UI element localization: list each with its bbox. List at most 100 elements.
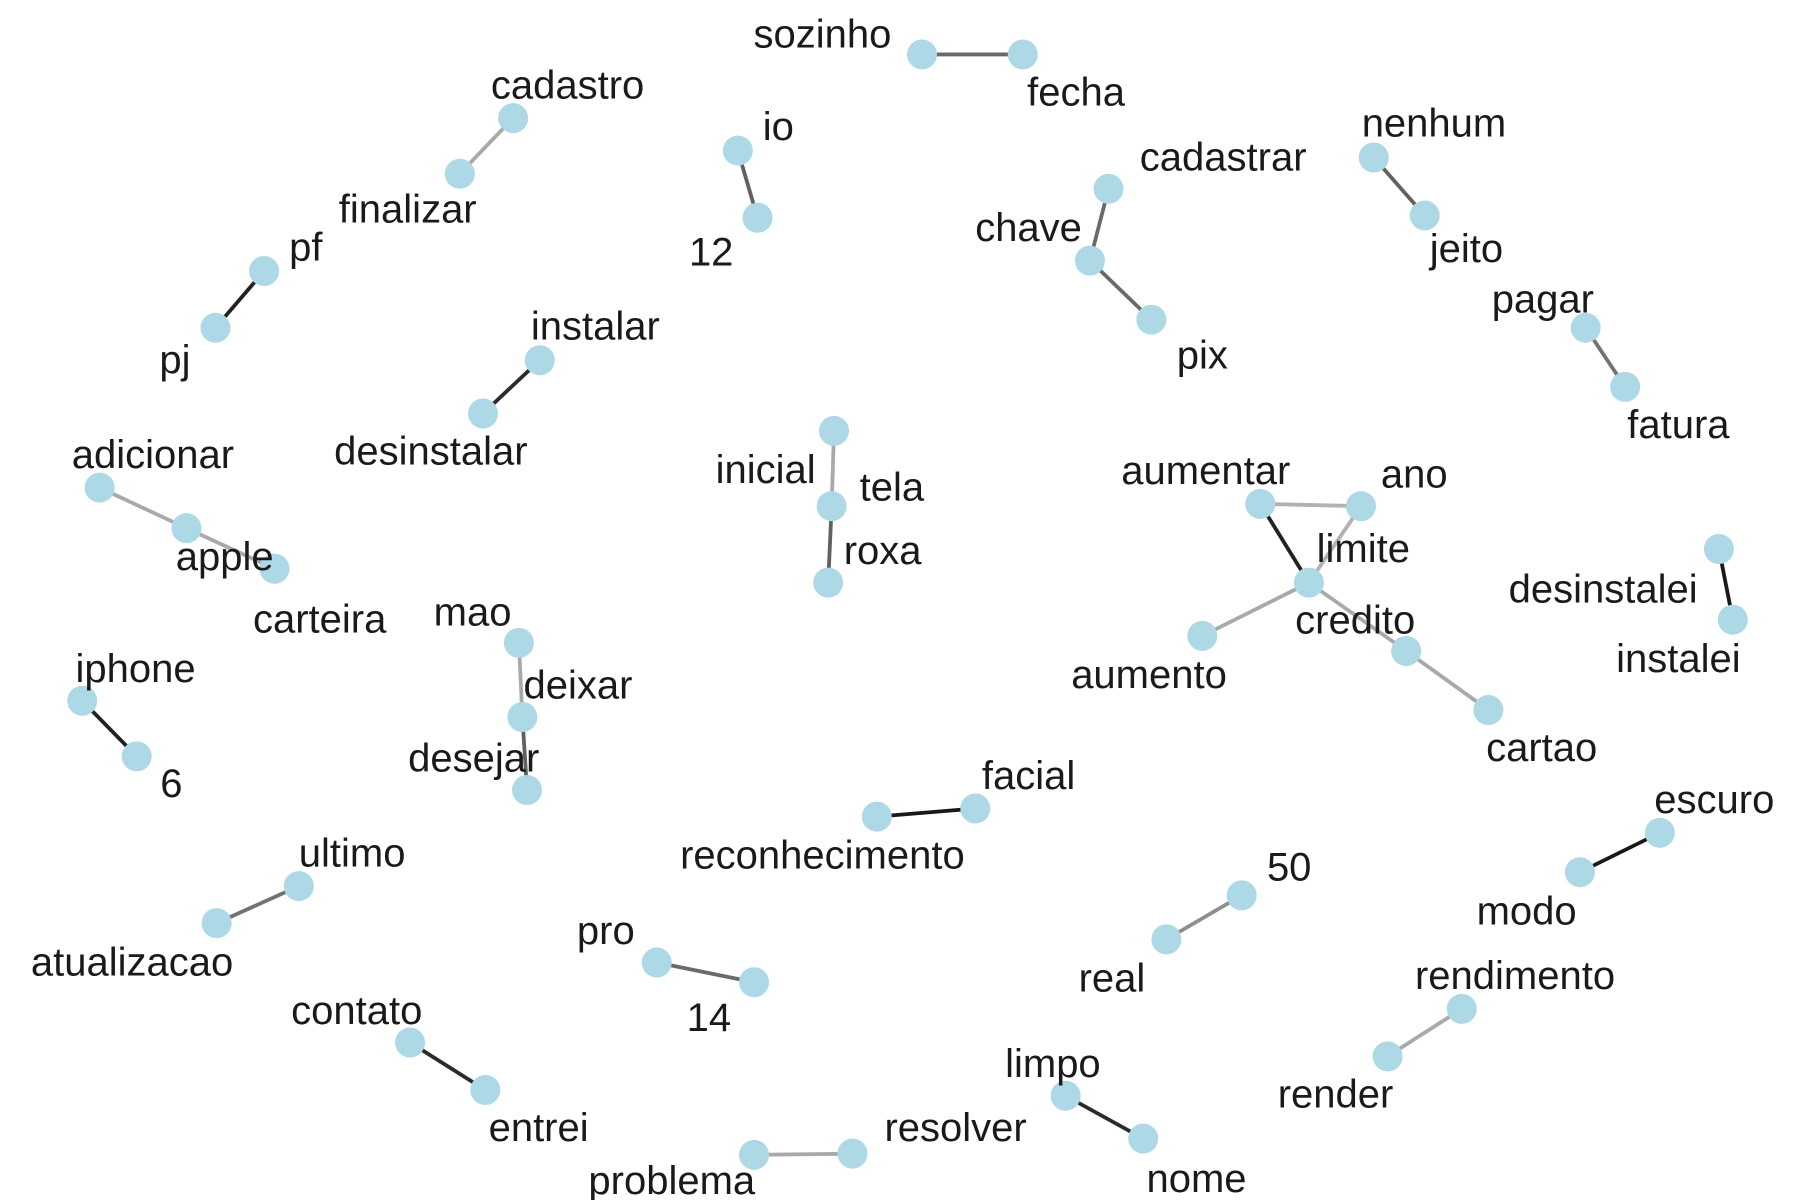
node-limpo: [1050, 1080, 1081, 1111]
node-label-cadastrar: cadastrar: [1140, 135, 1307, 179]
node-label-aumento: aumento: [1071, 653, 1227, 697]
node-limite: [1293, 567, 1324, 598]
node-ultimo: [283, 871, 314, 902]
node-label-atualizacao: atualizacao: [31, 940, 233, 984]
edge-pro-14: [656, 960, 755, 985]
node-label-modo: modo: [1477, 889, 1577, 933]
node-label-io: io: [763, 105, 794, 149]
node-jeito: [1409, 200, 1440, 231]
node-label-nome: nome: [1146, 1157, 1246, 1200]
node-deixar: [507, 701, 538, 732]
node-label-14: 14: [687, 996, 732, 1040]
node-label-ultimo: ultimo: [299, 831, 406, 875]
node-resolver: [837, 1138, 868, 1169]
node-label-adicionar: adicionar: [72, 433, 234, 477]
node-label-6: 6: [160, 762, 182, 806]
node-14: [739, 967, 770, 998]
node-instalar: [524, 345, 555, 376]
node-label-fecha: fecha: [1027, 70, 1126, 114]
node-label-limpo: limpo: [1005, 1042, 1101, 1086]
node-render: [1372, 1041, 1403, 1072]
node-inicial: [818, 415, 849, 446]
node-label-pf: pf: [289, 226, 323, 270]
node-label-nenhum: nenhum: [1362, 102, 1507, 146]
node-label-instalei: instalei: [1616, 637, 1741, 681]
node-entrei: [470, 1074, 501, 1105]
node-layer: [67, 39, 1748, 1170]
node-label-limite: limite: [1317, 527, 1410, 571]
node-modo: [1564, 857, 1595, 888]
node-roxa: [813, 567, 844, 598]
node-instalei: [1717, 604, 1748, 635]
node-label-pagar: pagar: [1492, 278, 1594, 322]
node-cadastro: [498, 103, 529, 134]
node-facial: [960, 793, 991, 824]
node-label-apple: apple: [176, 535, 274, 579]
node-12: [742, 202, 773, 233]
node-label-fatura: fatura: [1627, 403, 1730, 447]
edge-facial-reconhecimento: [876, 806, 976, 819]
node-label-problema: problema: [588, 1159, 756, 1200]
edge-resolver-problema: [754, 1151, 853, 1157]
node-label-sozinho: sozinho: [753, 12, 891, 56]
edge-aumentar-limite: [1258, 502, 1311, 584]
node-50: [1226, 880, 1257, 911]
node-credito: [1391, 635, 1422, 666]
node-pagar: [1570, 312, 1601, 343]
node-label-pix: pix: [1177, 333, 1228, 377]
node-iphone: [67, 685, 98, 716]
node-label-real: real: [1079, 957, 1146, 1001]
node-label-ano: ano: [1381, 453, 1448, 497]
node-desinstalei: [1703, 534, 1734, 565]
node-label-render: render: [1278, 1072, 1394, 1116]
node-label-entrei: entrei: [489, 1106, 589, 1150]
node-label-roxa: roxa: [844, 529, 923, 573]
node-label-chave: chave: [975, 206, 1082, 250]
edge-ano-limite: [1307, 505, 1363, 584]
node-cadastrar: [1093, 173, 1124, 204]
node-label-escuro: escuro: [1654, 778, 1774, 822]
node-fecha: [1007, 39, 1038, 70]
node-nenhum: [1358, 142, 1389, 173]
node-contato: [395, 1027, 426, 1058]
node-label-resolver: resolver: [884, 1106, 1026, 1150]
node-label-desinstalar: desinstalar: [334, 429, 527, 473]
node-apple: [171, 513, 202, 544]
node-label-credito: credito: [1295, 599, 1415, 643]
node-label-deixar: deixar: [524, 663, 633, 707]
edge-ultimo-atualizacao: [215, 884, 300, 925]
node-cartao: [1473, 695, 1504, 726]
node-label-finalizar: finalizar: [339, 187, 477, 231]
node-finalizar: [444, 158, 475, 189]
node-mao: [503, 627, 534, 658]
node-label-cadastro: cadastro: [491, 63, 644, 107]
node-carteira: [259, 553, 290, 584]
node-label-facial: facial: [982, 754, 1075, 798]
edge-apple-carteira: [185, 526, 276, 571]
node-label-iphone: iphone: [75, 647, 195, 691]
node-label-aumentar: aumentar: [1121, 449, 1290, 493]
node-desinstalar: [468, 398, 499, 429]
node-label-mao: mao: [434, 590, 512, 634]
node-label-jeito: jeito: [1429, 227, 1503, 271]
node-problema: [739, 1139, 770, 1170]
node-chave: [1074, 245, 1105, 276]
edge-limite-credito: [1307, 581, 1408, 653]
edge-adicionar-apple: [98, 485, 188, 530]
node-label-inicial: inicial: [716, 448, 816, 492]
node-desejar: [512, 774, 543, 805]
node-atualizacao: [201, 908, 232, 939]
node-pix: [1136, 304, 1167, 335]
node-label-12: 12: [689, 230, 734, 274]
node-label-reconhecimento: reconhecimento: [680, 834, 965, 878]
node-io: [722, 135, 753, 166]
node-reconhecimento: [861, 801, 892, 832]
node-6: [121, 741, 152, 772]
node-label-desinstalei: desinstalei: [1509, 567, 1698, 611]
node-rendimento: [1446, 993, 1477, 1024]
node-label-desejar: desejar: [408, 736, 539, 780]
node-label-cartao: cartao: [1486, 726, 1597, 770]
node-tela: [816, 491, 847, 522]
node-label-pro: pro: [577, 909, 635, 953]
